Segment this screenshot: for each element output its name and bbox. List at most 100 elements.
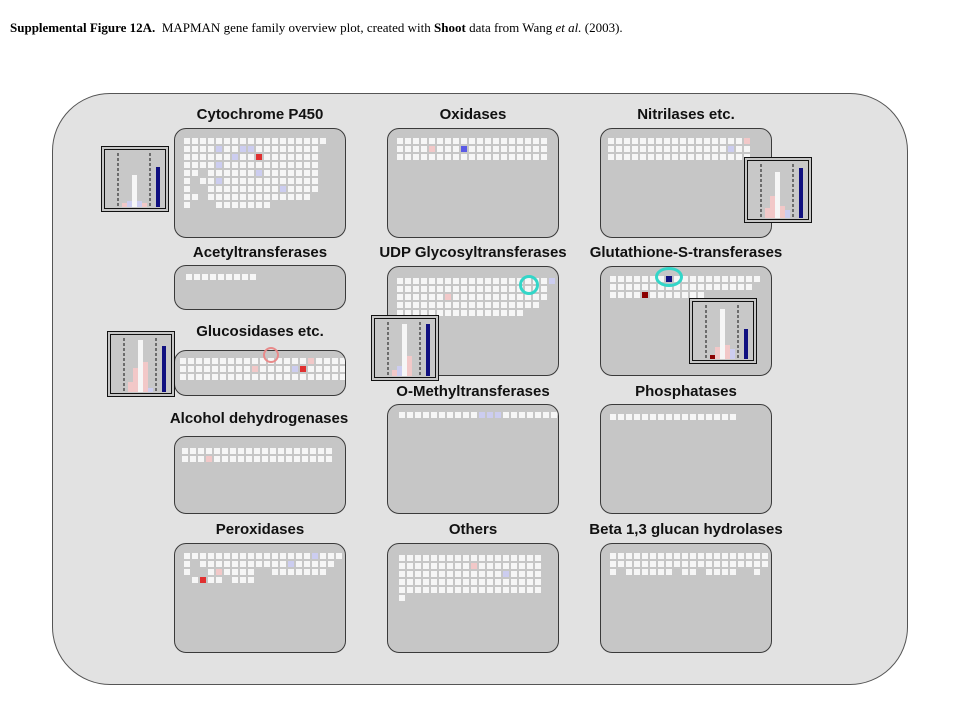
- gene-cell: [444, 293, 452, 301]
- gene-cell: [729, 283, 737, 291]
- gene-cell: [303, 193, 311, 201]
- gene-cell: [478, 586, 486, 594]
- panel-title-peroxidases: Peroxidases: [215, 521, 305, 538]
- gene-cell: [263, 560, 271, 568]
- gene-cell: [179, 365, 187, 373]
- gene-cell: [460, 277, 468, 285]
- gene-cell: [263, 153, 271, 161]
- gene-cell: [470, 411, 478, 419]
- panel-title-udp: UDP Glycosyltransferases: [379, 244, 567, 261]
- gene-cell: [404, 293, 412, 301]
- gene-cell: [317, 447, 325, 455]
- gene-cell: [444, 153, 452, 161]
- gene-cell: [398, 594, 406, 602]
- gene-cell: [617, 552, 625, 560]
- gene-cell: [516, 137, 524, 145]
- gene-cell: [279, 568, 287, 576]
- gene-cell: [438, 562, 446, 570]
- gene-cell: [460, 293, 468, 301]
- gene-cell: [247, 145, 255, 153]
- gene-cell: [219, 365, 227, 373]
- gene-cell: [705, 413, 713, 421]
- gene-cell: [279, 193, 287, 201]
- gene-cell: [484, 285, 492, 293]
- gene-cell: [295, 185, 303, 193]
- gene-cell: [231, 169, 239, 177]
- gene-cell: [729, 560, 737, 568]
- gene-cell: [247, 177, 255, 185]
- gene-cell: [446, 562, 454, 570]
- gene-cell: [231, 576, 239, 584]
- gene-cell: [311, 560, 319, 568]
- gene-cell: [743, 137, 751, 145]
- gene-cell: [247, 552, 255, 560]
- gene-cell: [422, 586, 430, 594]
- gene-cell: [231, 185, 239, 193]
- gene-cell: [665, 413, 673, 421]
- gene-cell: [649, 291, 657, 299]
- gene-cell: [223, 161, 231, 169]
- gene-cell: [430, 554, 438, 562]
- gene-cell: [633, 291, 641, 299]
- gene-cell: [548, 277, 556, 285]
- gene-cell: [609, 275, 617, 283]
- gene-cell: [404, 137, 412, 145]
- gene-cell: [251, 373, 259, 381]
- gene-cell: [508, 137, 516, 145]
- gene-cell: [398, 578, 406, 586]
- gene-cell: [609, 560, 617, 568]
- gene-cell: [420, 285, 428, 293]
- gene-cell: [279, 177, 287, 185]
- gene-cell: [687, 153, 695, 161]
- gene-cell: [615, 145, 623, 153]
- histogram-bar: [156, 167, 160, 207]
- highlight-ring-gst: [655, 267, 683, 287]
- gene-cell: [633, 568, 641, 576]
- gene-cell: [623, 137, 631, 145]
- gene-cell: [673, 291, 681, 299]
- gene-cell: [207, 169, 215, 177]
- gene-cell: [239, 153, 247, 161]
- gene-cell: [183, 185, 191, 193]
- gene-cell: [199, 576, 207, 584]
- gene-cell: [641, 275, 649, 283]
- gene-cell: [291, 373, 299, 381]
- gene-cell: [247, 169, 255, 177]
- gene-cell: [623, 145, 631, 153]
- gene-cell: [285, 447, 293, 455]
- gene-cell: [295, 568, 303, 576]
- gene-cell: [215, 185, 223, 193]
- gene-cell: [470, 586, 478, 594]
- gene-cell: [207, 568, 215, 576]
- gene-cell: [255, 193, 263, 201]
- gene-cell: [494, 570, 502, 578]
- gene-cell: [540, 277, 548, 285]
- gene-cell: [307, 357, 315, 365]
- gene-cell: [647, 153, 655, 161]
- gene-cell: [524, 301, 532, 309]
- gene-cell: [183, 201, 191, 209]
- gene-cell: [633, 275, 641, 283]
- histogram-bar: [407, 356, 412, 376]
- gene-cell: [476, 309, 484, 317]
- histogram-bar: [133, 368, 138, 392]
- gene-cell: [729, 413, 737, 421]
- gene-cell: [607, 137, 615, 145]
- gene-cell: [703, 145, 711, 153]
- gene-cell: [446, 554, 454, 562]
- gene-cell: [231, 137, 239, 145]
- gene-cell: [412, 145, 420, 153]
- panel-title-others: Others: [448, 521, 498, 538]
- gene-cell: [444, 277, 452, 285]
- panel-peroxidases: [174, 543, 346, 653]
- gene-cell: [271, 177, 279, 185]
- gene-cell: [287, 137, 295, 145]
- gene-cell: [422, 570, 430, 578]
- histogram-bar: [137, 201, 142, 207]
- gene-cell: [753, 568, 761, 576]
- histogram-bar: [730, 349, 735, 359]
- gene-cell: [468, 153, 476, 161]
- gene-cell: [263, 552, 271, 560]
- gene-cell: [223, 560, 231, 568]
- gene-cell: [428, 153, 436, 161]
